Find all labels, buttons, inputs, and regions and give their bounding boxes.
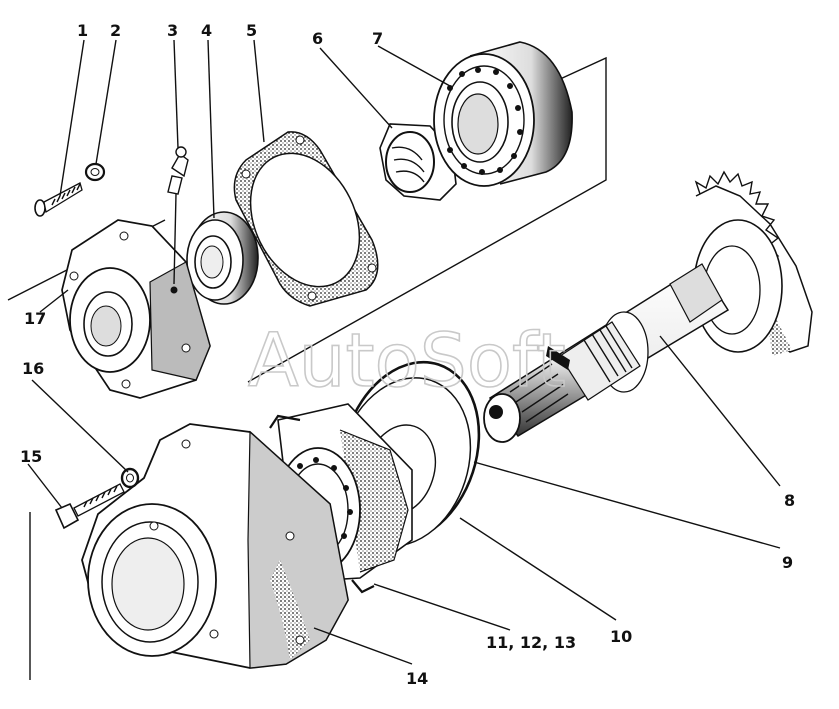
label-part-9: 9 xyxy=(782,553,793,572)
label-part-8: 8 xyxy=(784,491,795,510)
washer-part-16 xyxy=(120,467,140,489)
label-part-17: 17 xyxy=(24,309,46,328)
label-part-16: 16 xyxy=(22,359,44,378)
part-labels: 1 2 3 4 5 6 7 8 9 10 11, 12, 13 14 15 16… xyxy=(20,21,795,688)
label-part-2: 2 xyxy=(110,21,121,40)
pinion-shaft-part-8 xyxy=(483,170,813,443)
label-part-7: 7 xyxy=(372,29,383,48)
label-part-4: 4 xyxy=(201,21,212,40)
label-parts-11-12-13: 11, 12, 13 xyxy=(486,633,576,652)
label-part-15: 15 xyxy=(20,447,42,466)
bolt-part-1 xyxy=(34,182,83,217)
gasket-part-5 xyxy=(233,131,379,307)
bearing-cover-part-17 xyxy=(61,219,211,399)
leader-lines xyxy=(27,39,781,665)
label-part-14: 14 xyxy=(406,669,428,688)
label-part-1: 1 xyxy=(77,21,88,40)
grease-nipple-part-3 xyxy=(167,146,189,195)
label-part-10: 10 xyxy=(610,627,632,646)
watermark: AutoSoft xyxy=(248,318,566,404)
housing-part-14 xyxy=(81,423,349,669)
small-bearing-part-4 xyxy=(186,211,259,305)
label-part-3: 3 xyxy=(167,21,178,40)
label-part-6: 6 xyxy=(312,29,323,48)
label-part-5: 5 xyxy=(246,21,257,40)
washer-part-2 xyxy=(84,162,106,182)
bolt-part-15 xyxy=(54,483,125,530)
large-bearing-part-7 xyxy=(433,41,573,187)
